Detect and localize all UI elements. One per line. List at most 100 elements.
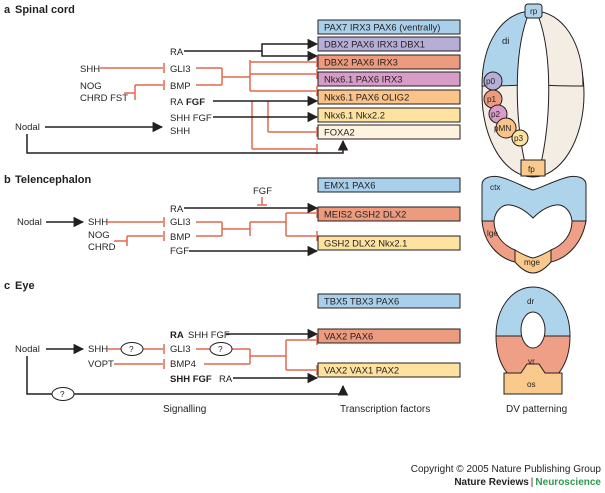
region-lge: lge bbox=[487, 229, 498, 238]
panel-a-inhibition-lines bbox=[100, 57, 318, 154]
tf-box bbox=[317, 107, 461, 123]
question-bubble-3 bbox=[51, 387, 75, 401]
signal-bmp: BMP bbox=[170, 232, 191, 243]
signal-nodal: Nodal bbox=[15, 122, 40, 133]
panel-a-title: Spinal cord bbox=[15, 4, 75, 16]
tf-box-label: GSH2 DLX2 Nkx2.1 bbox=[324, 238, 407, 249]
tf-box bbox=[317, 293, 461, 309]
panel-c-letter: c bbox=[4, 280, 10, 292]
signal-fgf: FGF bbox=[170, 246, 189, 257]
region-ctx: ctx bbox=[490, 183, 500, 192]
journal-subtitle: Neuroscience bbox=[535, 477, 601, 488]
tf-box bbox=[317, 36, 461, 52]
tf-box bbox=[317, 19, 461, 35]
signal-nog: NOG bbox=[80, 81, 102, 92]
panel-c-title: Eye bbox=[15, 280, 35, 292]
signal-shh: SHH bbox=[88, 217, 108, 228]
panel-c-activation-arrows bbox=[26, 328, 349, 396]
panel-b-letter: b bbox=[4, 174, 11, 186]
region-p0: p0 bbox=[486, 77, 496, 86]
column-label-dv: DV patterning bbox=[506, 404, 567, 415]
region-p3: p3 bbox=[514, 134, 524, 143]
column-label-signalling: Signalling bbox=[163, 404, 206, 415]
panel-b-title: Telencephalon bbox=[15, 174, 91, 186]
question-bubble-1 bbox=[120, 342, 144, 356]
signal-shh-2: SHH bbox=[170, 126, 190, 137]
question-mark-2: ? bbox=[218, 345, 223, 354]
tf-box-label: Nkx6.1 Nkx2.2 bbox=[324, 110, 385, 121]
signal-vopt: VOPT bbox=[88, 359, 114, 370]
tf-box bbox=[317, 235, 461, 251]
signal-fgf-top: FGF bbox=[253, 186, 272, 197]
panel-b: b Telencephalon FGF RA Nodal SHH GLI3 NO… bbox=[4, 174, 587, 274]
tf-box bbox=[317, 124, 461, 140]
journal-name: Nature Reviews bbox=[454, 477, 529, 488]
tf-box-label: EMX1 PAX6 bbox=[324, 180, 375, 191]
region-pmn: pMN bbox=[494, 124, 511, 133]
tf-box-label: VAX2 VAX1 PAX2 bbox=[324, 365, 399, 376]
question-bubble-2 bbox=[209, 342, 233, 356]
journal-credit: Nature Reviews|Neuroscience bbox=[396, 477, 601, 488]
region-os: os bbox=[527, 380, 536, 389]
question-mark-3: ? bbox=[60, 390, 65, 399]
signal-shh: SHH bbox=[80, 64, 100, 75]
signal-nog: NOG bbox=[88, 230, 110, 241]
signal-chrd: CHRD bbox=[88, 242, 116, 253]
signal-ra: RA bbox=[170, 47, 184, 58]
tf-box bbox=[317, 54, 461, 70]
region-p1: p1 bbox=[487, 95, 497, 104]
signal-ra: RA bbox=[170, 204, 184, 215]
tf-box bbox=[317, 71, 461, 87]
spinal-cord-section bbox=[481, 3, 585, 178]
signal-ra: RA bbox=[170, 330, 184, 341]
signal-shh: SHH bbox=[88, 344, 108, 355]
tf-box-label: PAX7 IRX3 PAX6 (ventrally) bbox=[324, 22, 440, 33]
signal-bmp: BMP bbox=[170, 81, 191, 92]
tf-box-label: Nkx6.1 PAX6 OLIG2 bbox=[324, 92, 409, 103]
signal-bmp4: BMP4 bbox=[170, 359, 196, 370]
region-vr: vr bbox=[528, 357, 535, 366]
tf-box-label: DBX2 PAX6 IRX3 bbox=[324, 57, 398, 68]
panel-c-inhibition-lines bbox=[107, 335, 318, 375]
question-mark-1: ? bbox=[129, 345, 134, 354]
region-mge: mge bbox=[524, 258, 540, 267]
telencephalon-section bbox=[481, 175, 587, 274]
signal-ra-2: RA bbox=[170, 97, 184, 108]
tf-box-label: MEIS2 GSH2 DLX2 bbox=[324, 209, 406, 220]
column-label-transcription: Transcription factors bbox=[340, 404, 430, 415]
signal-gli3: GLI3 bbox=[170, 64, 191, 75]
tf-box bbox=[317, 177, 461, 193]
panel-c: c Eye RA SHH FGF Nodal SHH GLI3 VOPT BMP… bbox=[4, 280, 571, 401]
panel-a-tf-boxes: PAX7 IRX3 PAX6 (ventrally) DBX2 PAX6 IRX3… bbox=[317, 19, 461, 140]
panel-a-letter: a bbox=[4, 4, 11, 16]
signal-ra-end: RA bbox=[219, 374, 233, 385]
signal-gli3: GLI3 bbox=[170, 344, 191, 355]
tf-box-label: Nkx6.1 PAX6 IRX3 bbox=[324, 74, 403, 85]
tf-box-label: TBX5 TBX3 PAX6 bbox=[324, 296, 399, 307]
region-rp: rp bbox=[530, 7, 538, 16]
tf-box bbox=[317, 206, 461, 222]
signal-shh-fgf-bold: SHH FGF bbox=[170, 374, 212, 385]
journal-separator: | bbox=[530, 477, 534, 488]
tf-box-label: DBX2 PAX6 IRX3 DBX1 bbox=[324, 39, 425, 50]
signal-shh-fgf: SHH FGF bbox=[170, 113, 212, 124]
region-fp: fp bbox=[528, 165, 535, 174]
question-marks: ? ? ? bbox=[51, 342, 233, 401]
tf-box-label: VAX2 PAX6 bbox=[324, 331, 373, 342]
tf-box-label: FOXA2 bbox=[324, 127, 355, 138]
signal-gli3: GLI3 bbox=[170, 217, 191, 228]
panel-b-activation-arrows bbox=[46, 202, 319, 257]
region-p2: p2 bbox=[491, 110, 501, 119]
panel-b-inhibition-lines bbox=[107, 197, 318, 246]
tf-box bbox=[317, 328, 461, 344]
region-dr: dr bbox=[527, 297, 535, 306]
signal-shh-fgf-top: SHH FGF bbox=[188, 330, 230, 341]
eye-section bbox=[495, 286, 571, 395]
region-di: di bbox=[502, 36, 509, 47]
tf-box bbox=[317, 362, 461, 378]
signal-chrd-fst: CHRD FST bbox=[80, 93, 128, 104]
panel-a-activation-arrows bbox=[26, 38, 349, 154]
